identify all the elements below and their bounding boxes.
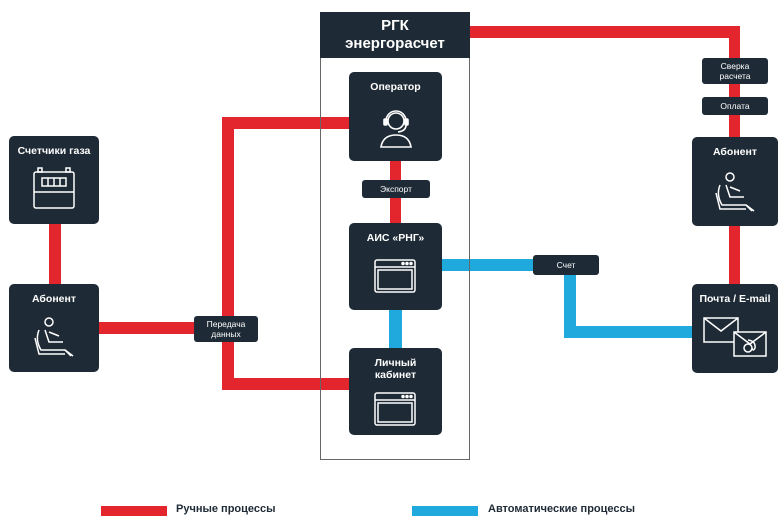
node-ais: АИС «РНГ» xyxy=(349,223,442,310)
node-cabinet-label-line1: Личный xyxy=(374,357,417,369)
link-company-right xyxy=(470,26,740,38)
link-operator-loop-vertical xyxy=(222,117,234,390)
subscriber-armchair-icon-right xyxy=(715,172,755,212)
link-ais-cabinet xyxy=(389,309,402,349)
tag-reconciliation: Сверка расчета xyxy=(702,58,768,84)
link-invoice-down xyxy=(564,272,576,338)
node-subscriber-right: Абонент xyxy=(692,137,778,226)
company-subtitle: энергорасчет xyxy=(345,35,445,52)
mail-envelope-icon xyxy=(703,317,767,357)
node-operator-label: Оператор xyxy=(370,81,421,93)
link-subscriber-mail xyxy=(729,224,740,286)
operator-headset-icon xyxy=(380,110,412,148)
tag-data-transfer-line1: Передача xyxy=(206,319,246,329)
link-ais-invoice xyxy=(440,259,536,271)
tag-data-transfer: Передача данных xyxy=(194,316,258,342)
node-subscriber-left-label: Абонент xyxy=(31,293,76,305)
node-cabinet-label: Личный кабинет xyxy=(349,357,442,381)
gas-meter-icon xyxy=(33,167,75,209)
tag-reconciliation-line2: расчета xyxy=(719,71,751,81)
tag-payment: Оплата xyxy=(702,97,768,115)
legend-auto-label: Автоматические процессы xyxy=(488,503,636,515)
node-subscriber-right-label: Абонент xyxy=(712,146,757,158)
node-subscriber-left: Абонент xyxy=(9,284,99,372)
node-gas-meters-label: Счетчики газа xyxy=(17,145,91,157)
company-name: РГК xyxy=(381,17,409,34)
legend-manual-label: Ручные процессы xyxy=(176,503,276,515)
node-gas-meters: Счетчики газа xyxy=(9,136,99,224)
legend-auto-swatch xyxy=(412,506,478,516)
tag-data-transfer-line2: данных xyxy=(211,329,241,339)
subscriber-armchair-icon xyxy=(34,317,74,357)
link-subscriber-transfer xyxy=(98,322,224,334)
node-operator: Оператор xyxy=(349,72,442,161)
ais-window-icon xyxy=(374,259,416,293)
tag-reconciliation-line1: Сверка xyxy=(720,61,750,71)
company-title: РГК энергорасчет xyxy=(320,12,470,58)
link-invoice-mail xyxy=(564,326,694,338)
node-personal-cabinet: Личный кабинет xyxy=(349,348,442,435)
link-gas-meters-subscriber xyxy=(49,222,61,286)
node-mail-label: Почта / E-mail xyxy=(699,293,771,305)
tag-invoice: Счет xyxy=(533,255,599,275)
cabinet-window-icon xyxy=(374,392,416,426)
link-operator-loop-top xyxy=(222,117,350,129)
legend-manual-swatch xyxy=(101,506,167,516)
link-operator-loop-bottom xyxy=(222,378,350,390)
node-ais-label: АИС «РНГ» xyxy=(366,232,425,244)
node-cabinet-label-line2: кабинет xyxy=(374,369,417,381)
tag-export: Экспорт xyxy=(362,180,430,198)
node-mail: Почта / E-mail xyxy=(692,284,778,373)
